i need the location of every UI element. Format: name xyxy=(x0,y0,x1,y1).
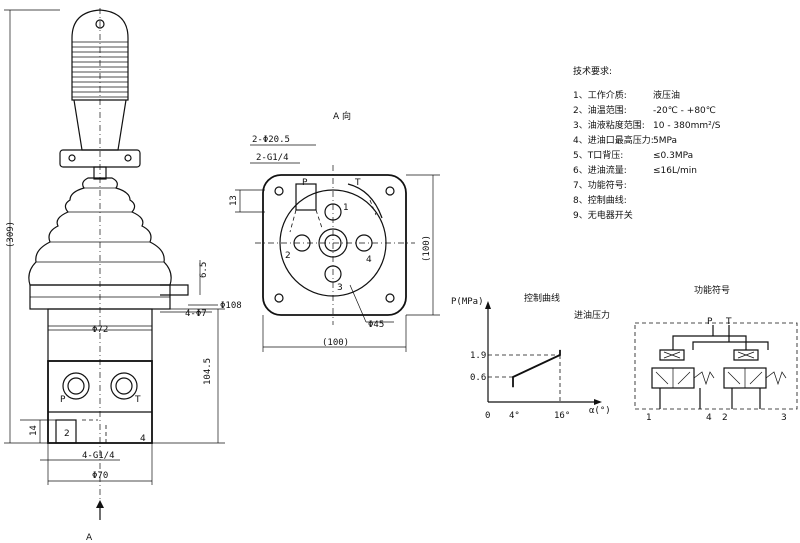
req-4-label: 4、进油口最高压力: xyxy=(573,134,654,146)
view-a-title: A 向 xyxy=(333,110,351,122)
req-6-value: ≤16L/min xyxy=(653,166,697,176)
dim-lower-height: 104.5 xyxy=(203,358,213,385)
mount-flange xyxy=(29,284,189,444)
req-6-label: 6、进油流量: xyxy=(573,164,627,176)
x-tick-4: 4° xyxy=(509,411,520,421)
dim-dia-45: Φ45 xyxy=(368,320,384,330)
side-dimensions: (309) 104.5 6.5 Φ108 4-Φ7 Φ72 Φ70 4-G1/4… xyxy=(4,9,242,543)
dim-14: 14 xyxy=(29,425,39,436)
symbol-port-4: 4 xyxy=(706,413,712,423)
req-1-label: 1、工作介质: xyxy=(573,89,627,101)
port-p-label: P xyxy=(60,395,66,405)
symbol-port-3: 3 xyxy=(781,413,787,423)
curve-annotation: 进油压力 xyxy=(574,309,610,321)
req-2-value: -20℃ - +80℃ xyxy=(653,106,716,116)
symbol-port-2: 2 xyxy=(722,413,728,423)
side-view: P T 2 4 (309) 104.5 6.5 Φ108 4-Φ7 Φ72 xyxy=(4,8,242,543)
req-7-label: 7、功能符号: xyxy=(573,179,627,191)
port-t-label: T xyxy=(134,395,141,405)
view-a-port-1: 1 xyxy=(343,203,349,213)
function-symbol-title: 功能符号 xyxy=(694,284,730,296)
req-9-label: 9、无电器开关 xyxy=(573,209,633,221)
grip-handle xyxy=(59,9,141,180)
control-curve-title: 控制曲线 xyxy=(524,292,560,304)
view-a: A 向 P T 1 2 3 4 2-Φ20.5 xyxy=(229,110,440,352)
dim-holes-4: 4-Φ7 xyxy=(185,309,207,319)
dim-dia-70: Φ70 xyxy=(92,471,108,481)
y-tick-0-6: 0.6 xyxy=(470,373,486,383)
view-a-port-2: 2 xyxy=(285,251,291,261)
view-a-outline xyxy=(262,174,407,316)
view-arrow-label: A xyxy=(86,533,93,543)
symbol-frame xyxy=(634,322,798,410)
pressure-curve-line xyxy=(512,349,561,388)
req-8-label: 8、控制曲线: xyxy=(573,194,627,206)
req-1-value: 液压油 xyxy=(653,89,680,101)
req-4-value: 5MPa xyxy=(653,136,677,146)
control-curve-chart: 控制曲线 P(MPa) α(°) 进油压力 1.9 0.6 0 4° 16° xyxy=(451,292,611,421)
dim-dia-72: Φ72 xyxy=(92,325,108,335)
symbol-p-label: P xyxy=(707,317,713,327)
dim-ports-4: 4-G1/4 xyxy=(82,451,115,461)
port-2-label: 2 xyxy=(64,429,70,439)
requirements-title: 技术要求: xyxy=(573,65,612,77)
view-a-p-label: P xyxy=(302,178,308,188)
dim-dia-108: Φ108 xyxy=(220,301,242,311)
req-3-value: 10 - 380mm²/S xyxy=(653,121,721,131)
port-4-label: 4 xyxy=(140,434,146,444)
view-a-port-3: 3 xyxy=(337,283,343,293)
function-symbol: 功能符号 P T 1 4 2 3 xyxy=(634,284,798,423)
dim-holes-20-5: 2-Φ20.5 xyxy=(252,135,290,145)
symbol-t-label: T xyxy=(725,317,732,327)
valve-2 xyxy=(723,349,787,409)
y-axis-label: P(MPa) xyxy=(451,297,484,307)
symbol-port-1: 1 xyxy=(646,413,652,423)
req-5-value: ≤0.3MPa xyxy=(653,151,693,161)
x-tick-16: 16° xyxy=(554,411,570,421)
req-5-label: 5、T口背压: xyxy=(573,149,623,161)
view-a-port-4: 4 xyxy=(366,255,372,265)
dim-width-100: (100) xyxy=(322,338,349,348)
req-2-label: 2、油温范围: xyxy=(573,104,627,116)
req-3-label: 3、油液粘度范围: xyxy=(573,119,645,131)
x-tick-0: 0 xyxy=(485,411,490,421)
view-a-t-label: T xyxy=(354,178,361,188)
dim-13: 13 xyxy=(229,195,239,206)
dim-total-height: (309) xyxy=(6,221,16,248)
technical-requirements: 技术要求: 1、工作介质: 液压油 2、油温范围: -20℃ - +80℃ 3、… xyxy=(573,65,721,221)
x-axis-label: α(°) xyxy=(589,406,611,416)
valve-1 xyxy=(651,349,715,409)
dim-flange-thickness: 6.5 xyxy=(199,262,209,278)
y-tick-1-9: 1.9 xyxy=(470,351,486,361)
dim-ports-2: 2-G1/4 xyxy=(256,153,289,163)
dim-height-100: (100) xyxy=(422,235,432,262)
